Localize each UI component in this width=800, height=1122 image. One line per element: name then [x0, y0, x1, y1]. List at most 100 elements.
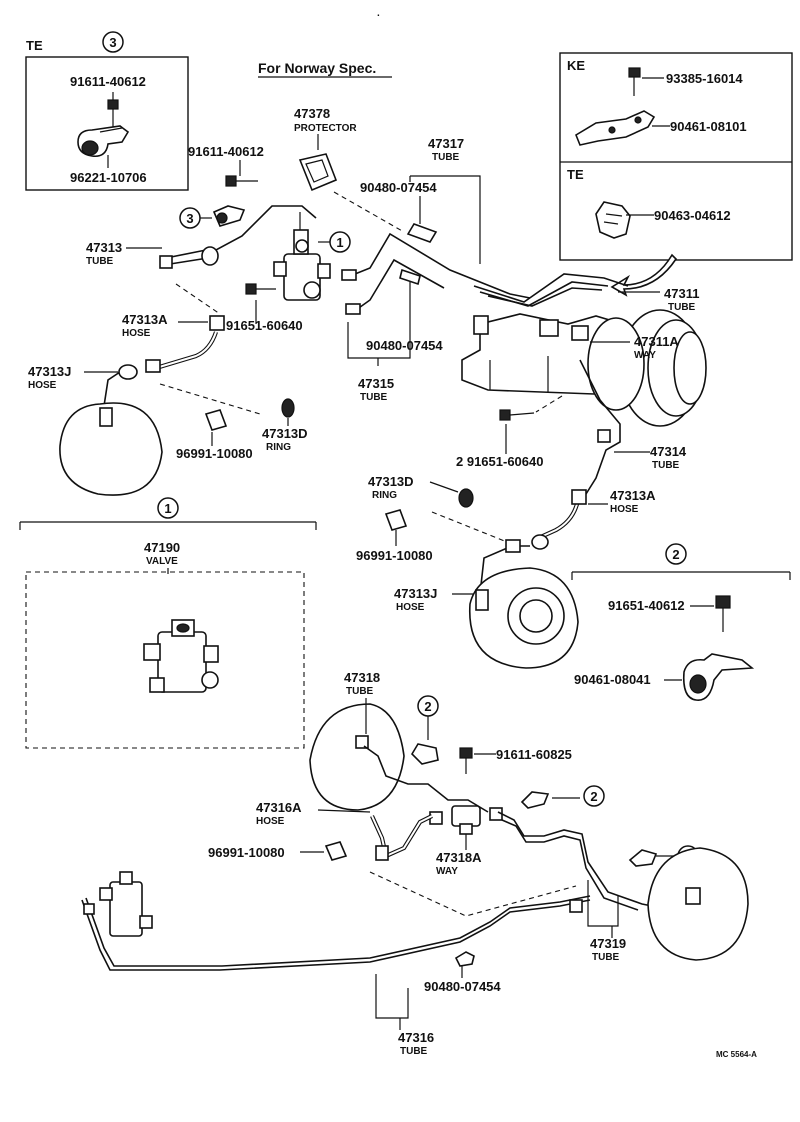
- rear-right-drum-icon: [647, 847, 749, 961]
- bolt-91651-60640-partno: 91651-60640: [226, 318, 303, 333]
- part-47318A-name: WAY: [436, 866, 458, 877]
- three-way-junction-icon: [429, 805, 503, 835]
- inset-ke-te: KE 93385-16014 90461-08101 TE 90463-0461…: [559, 52, 793, 297]
- clamp-icon: [77, 125, 130, 158]
- valve-block-icon: [83, 871, 153, 937]
- master-cylinder-icon: [461, 313, 617, 395]
- clip-icon: [595, 201, 631, 239]
- inset-3-te: TE 3 91611-40612 96221-10706: [25, 31, 189, 191]
- clip-icon: [454, 951, 475, 967]
- proportioning-valve-icon: [273, 212, 331, 301]
- bolt-icon: [628, 67, 641, 96]
- ke-region-label: KE: [567, 58, 585, 73]
- part-47317-number: 47317: [428, 136, 464, 151]
- part-47313-number: 47313: [86, 240, 122, 255]
- part-47318-name: TUBE: [346, 686, 374, 697]
- part-47313D-name: RING: [266, 442, 291, 453]
- flare-nut-icon: [597, 429, 611, 443]
- mid-clip-96991-partno: 96991-10080: [356, 548, 433, 563]
- bracket-icon: [682, 653, 755, 701]
- bolt-91651-40612-partno-sec2: 91651-40612: [608, 598, 685, 613]
- clamp-icon: [520, 791, 550, 809]
- part-47313J-name: HOSE: [28, 380, 57, 391]
- clamp-icon: [212, 205, 246, 227]
- svg-text:3: 3: [186, 211, 193, 226]
- clip-icon: [204, 409, 228, 431]
- ring-icon: [458, 488, 474, 508]
- mid-part-47313J-name: HOSE: [396, 602, 425, 613]
- te-region-label: TE: [567, 167, 584, 182]
- valve-47190-number: 47190: [144, 540, 180, 555]
- rear-left-drum-icon: [309, 703, 405, 811]
- bolt-91611-40612-partno: 91611-40612: [188, 144, 264, 159]
- part-47314-name: TUBE: [652, 460, 680, 471]
- mid-part-47313J-number: 47313J: [394, 586, 437, 601]
- bolt-icon: [715, 595, 731, 632]
- section-1: 1 47190 VALVE: [19, 497, 317, 749]
- inset3-bolt-partno: 91611-40612: [70, 74, 146, 89]
- part-47311A-name: WAY: [634, 350, 656, 361]
- callout-1: 1: [318, 231, 351, 253]
- clamp-icon: [628, 849, 658, 867]
- mid-part-47313A-number: 47313A: [610, 488, 656, 503]
- part-47311-number: 47311: [664, 286, 699, 301]
- front-left-disc-icon: [59, 402, 163, 496]
- bolt-icon: [499, 409, 535, 421]
- part-47318A-number: 47318A: [436, 850, 482, 865]
- part-47318-number: 47318: [344, 670, 380, 685]
- part-47378-name: PROTECTOR: [294, 123, 357, 134]
- bolt-icon: [107, 92, 119, 127]
- bracket-icon: [575, 110, 656, 146]
- callout-2a: 2: [417, 695, 439, 740]
- part-47313-name: TUBE: [86, 256, 114, 267]
- clip-90480-b-partno: 90480-07454: [366, 338, 443, 353]
- part-47311-name: TUBE: [668, 302, 696, 313]
- part-47315-name: TUBE: [360, 392, 388, 403]
- section-1-marker: 1: [164, 501, 171, 516]
- flare-nut-icon: [569, 899, 583, 913]
- part-47316A-name: HOSE: [256, 816, 285, 827]
- bottom-clip-90480-partno: 90480-07454: [424, 979, 501, 994]
- ke-bracket-partno: 90461-08101: [670, 119, 747, 134]
- norway-spec-header: For Norway Spec.: [258, 60, 376, 76]
- svg-text:3: 3: [109, 35, 116, 50]
- part-47319-number: 47319: [590, 936, 626, 951]
- bolt-2-91651-60640-partno: 2 91651-60640: [456, 454, 543, 469]
- protector-icon: [298, 153, 338, 192]
- hose-joint-icon: [118, 359, 161, 380]
- bolt-icon: [245, 283, 276, 295]
- mid-part-47313D-number: 47313D: [368, 474, 414, 489]
- part-47313A-name: HOSE: [122, 328, 151, 339]
- bottom-clip-96991-partno: 96991-10080: [208, 845, 285, 860]
- clip-96991-partno: 96991-10080: [176, 446, 253, 461]
- part-47319-name: TUBE: [592, 952, 620, 963]
- bolt-icon: [225, 175, 258, 187]
- svg-text:2: 2: [424, 699, 431, 714]
- part-47313D-number: 47313D: [262, 426, 308, 441]
- valve-47190-name: VALVE: [146, 556, 178, 567]
- clip-icon: [406, 223, 438, 243]
- bolt-91611-60825-partno: 91611-60825: [496, 747, 572, 762]
- section-2-marker: 2: [672, 547, 679, 562]
- inset3-clamp-partno: 96221-10706: [70, 170, 147, 185]
- part-47315-number: 47315: [358, 376, 394, 391]
- bracket-90461-08041-partno: 90461-08041: [574, 672, 651, 687]
- inset3-marker: 3: [102, 31, 124, 53]
- callout-3: 3: [179, 207, 212, 229]
- svg-text:1: 1: [336, 235, 343, 250]
- svg-text:2: 2: [590, 789, 597, 804]
- part-47313J-number: 47313J: [28, 364, 71, 379]
- clip-icon: [324, 841, 348, 861]
- pointer-arrow-icon: [610, 253, 678, 297]
- hose-fitting-icon: [375, 845, 389, 861]
- mid-part-47313D-name: RING: [372, 490, 397, 501]
- proportioning-valve-icon: [143, 619, 219, 693]
- ring-icon: [281, 398, 295, 418]
- part-47316A-number: 47316A: [256, 800, 302, 815]
- part-47313A-number: 47313A: [122, 312, 168, 327]
- part-47316-number: 47316: [398, 1030, 434, 1045]
- section-2: 2 91651-40612 90461-08041: [571, 543, 791, 701]
- flare-nut-icon: [341, 269, 361, 315]
- te-clip-partno: 90463-04612: [654, 208, 731, 223]
